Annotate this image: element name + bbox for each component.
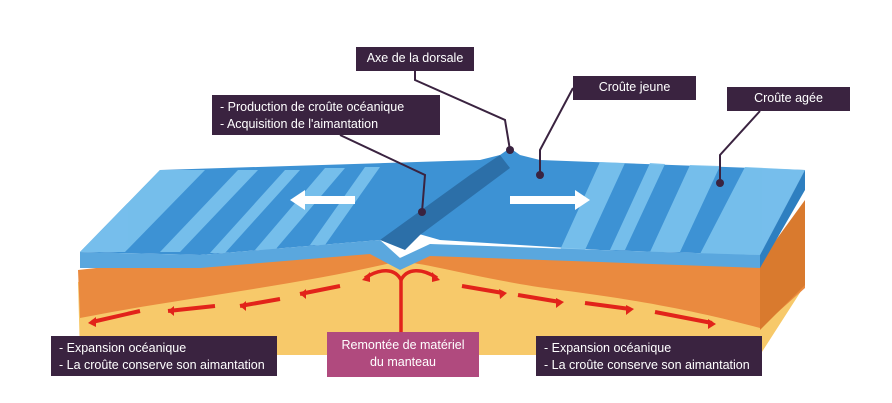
production-label: - Production de croûte océanique - Acqui… (212, 95, 440, 135)
magnetic-stripes (80, 162, 805, 255)
leader-dots (418, 146, 724, 216)
ridge-valley (380, 155, 510, 250)
expansion-right-label: - Expansion océanique - La croûte conser… (536, 336, 762, 376)
young-crust-label: Croûte jeune (573, 76, 696, 100)
production-line-2: - Acquisition de l'aimantation (220, 117, 379, 131)
old-crust-label: Croûte agée (727, 87, 850, 111)
mantle-upwelling-line-1: Remontée de matériel (341, 338, 465, 352)
spreading-arrows (290, 190, 590, 210)
expansion-left-label: - Expansion océanique - La croûte conser… (51, 336, 277, 376)
young-crust-text: Croûte jeune (598, 80, 671, 94)
mantle-flow-arrows (91, 284, 713, 325)
old-crust-text: Croûte agée (754, 91, 823, 105)
expansion-right-line-2: - La croûte conserve son aimantation (544, 358, 750, 372)
expansion-right-line-1: - Expansion océanique (544, 341, 672, 355)
mantle-flow-arrowheads (88, 272, 716, 329)
leader-lines (339, 71, 761, 213)
mantle-upwelling-line-2: du manteau (369, 355, 437, 369)
ridge-axis-label: Axe de la dorsale (356, 47, 474, 71)
lithosphere-right-face (760, 200, 805, 330)
mantle-upwelling-label: Remontée de matériel du manteau (327, 332, 479, 377)
ocean-crust-right-face (760, 170, 805, 268)
expansion-left-line-1: - Expansion océanique (59, 341, 187, 355)
ocean-crust-front (80, 240, 760, 270)
production-line-1: - Production de croûte océanique (220, 100, 405, 114)
ridge-axis-text: Axe de la dorsale (366, 51, 464, 65)
expansion-left-line-2: - La croûte conserve son aimantation (59, 358, 265, 372)
lithosphere-layer (78, 248, 805, 328)
